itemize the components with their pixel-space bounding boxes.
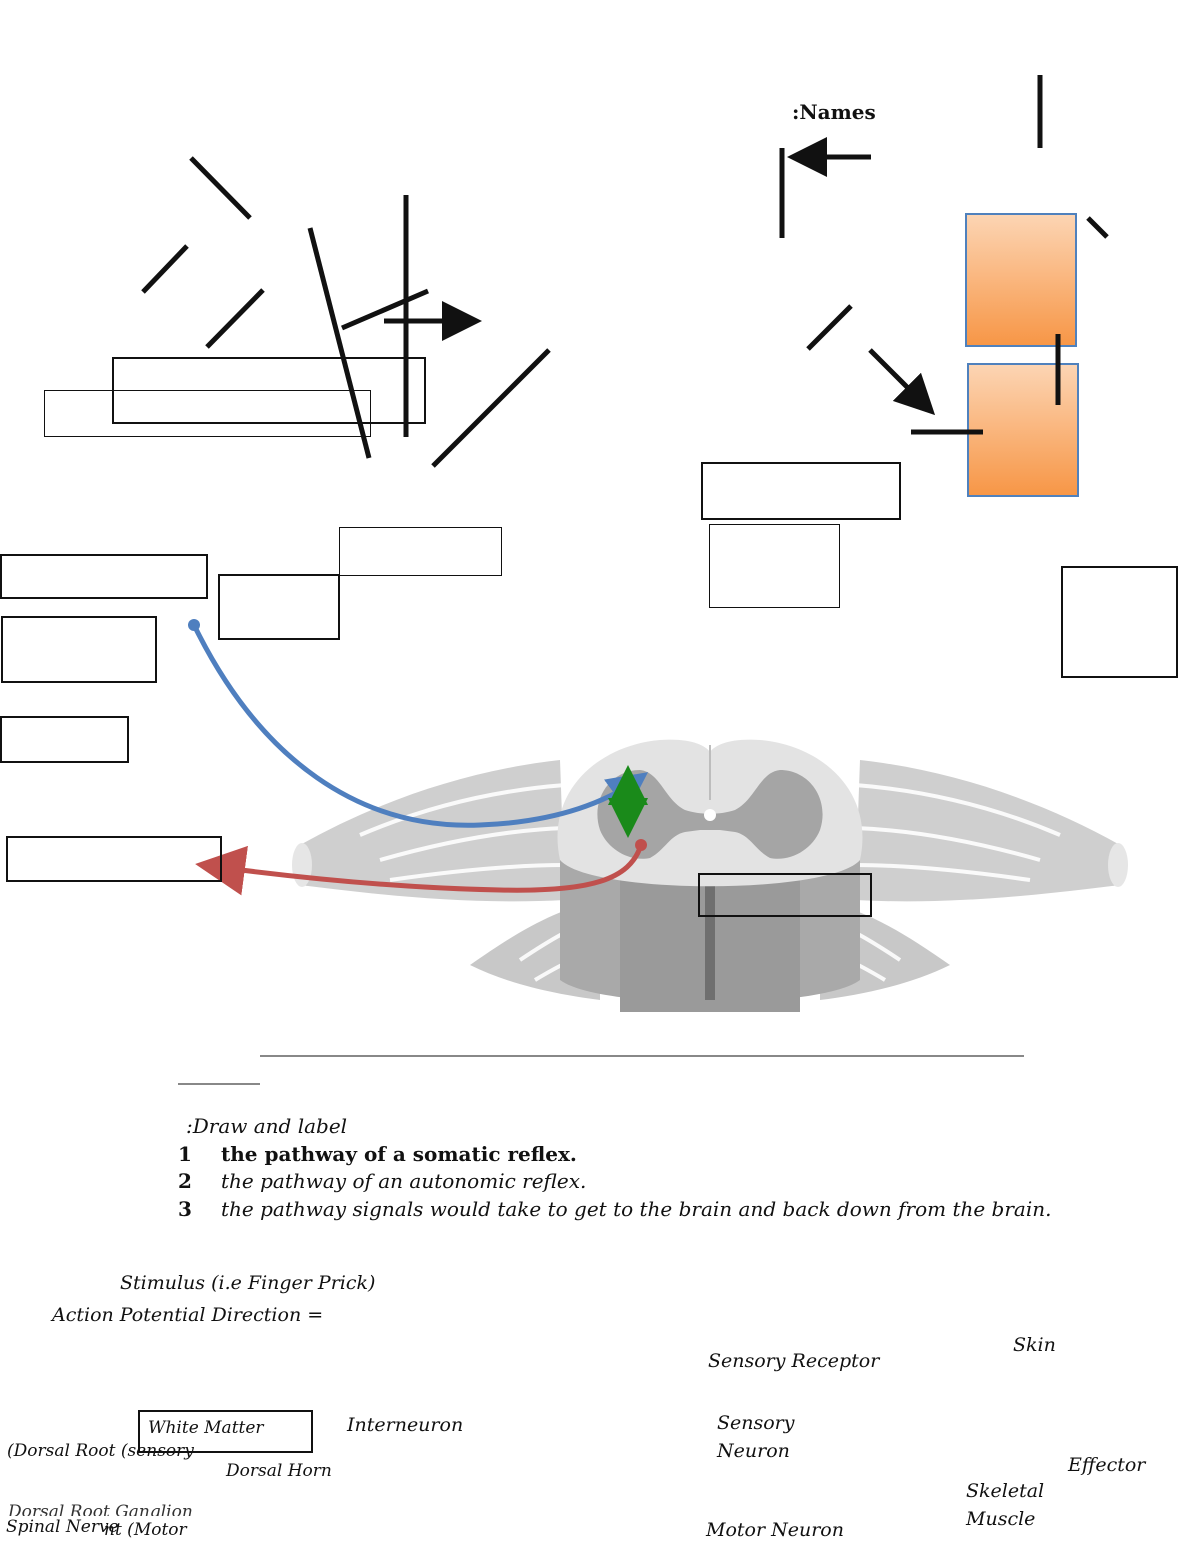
label-box[interactable] — [0, 716, 129, 763]
label-box[interactable] — [1, 616, 157, 683]
muscle-block-bottom — [967, 363, 1079, 497]
label-box[interactable] — [0, 554, 208, 599]
label-box[interactable] — [701, 462, 901, 520]
label-sensory-neuron-line2: Neuron — [717, 1440, 790, 1462]
label-spinal-nerve: Spinal Nerve — [6, 1517, 119, 1537]
label-box[interactable] — [698, 873, 872, 917]
instruction-number: 1 — [178, 1142, 192, 1166]
label-dorsal-horn: Dorsal Horn — [226, 1461, 332, 1481]
label-sensory-receptor: Sensory Receptor — [708, 1350, 880, 1372]
instruction-number: 2 — [178, 1169, 192, 1193]
leader-lines — [141, 75, 1109, 468]
dorsal-root-leader — [180, 1452, 228, 1453]
instruction-item-3: 3 the pathway signals would take to get … — [178, 1197, 1178, 1223]
label-dorsal-root-ganglion: Dorsal Root Ganglion — [8, 1504, 193, 1516]
instruction-text: the pathway of an autonomic reflex. — [221, 1169, 587, 1193]
spinal-cord-illustration — [292, 739, 1128, 1012]
legend-action-potential: Action Potential Direction = — [52, 1304, 324, 1326]
motor-pathway-arrow — [195, 844, 644, 896]
label-box[interactable] — [1061, 566, 1178, 678]
label-motor-partial: nt (Motor — [104, 1520, 187, 1540]
instruction-text: the pathway signals would take to get to… — [221, 1197, 1052, 1221]
label-box[interactable] — [6, 836, 222, 882]
names-label: :Names — [792, 100, 876, 124]
label-box[interactable] — [218, 574, 340, 640]
instruction-item-2: 2 the pathway of an autonomic reflex. — [178, 1169, 1078, 1195]
label-box[interactable] — [339, 527, 502, 576]
label-muscle: Muscle — [966, 1508, 1036, 1530]
instruction-number: 3 — [178, 1197, 192, 1221]
label-interneuron: Interneuron — [347, 1414, 464, 1436]
label-sensory-neuron-line1: Sensory — [717, 1412, 795, 1434]
label-white-matter: White Matter — [148, 1418, 264, 1438]
label-skeletal: Skeletal — [966, 1480, 1045, 1502]
instruction-item-1: 1 the pathway of a somatic reflex. — [178, 1142, 1078, 1168]
legend-stimulus: Stimulus (i.e Finger Prick) — [120, 1272, 376, 1294]
instruction-text: the pathway of a somatic reflex. — [221, 1142, 577, 1166]
label-dorsal-root: (Dorsal Root (sensory — [7, 1441, 194, 1461]
label-box[interactable] — [44, 390, 371, 437]
label-box[interactable] — [709, 524, 840, 608]
label-effector: Effector — [1068, 1454, 1146, 1476]
instructions-heading: :Draw and label — [186, 1114, 348, 1138]
sensory-pathway-arrow — [191, 623, 649, 828]
muscle-block-top — [965, 213, 1077, 347]
label-motor-neuron: Motor Neuron — [706, 1519, 844, 1541]
label-skin: Skin — [1013, 1334, 1056, 1356]
